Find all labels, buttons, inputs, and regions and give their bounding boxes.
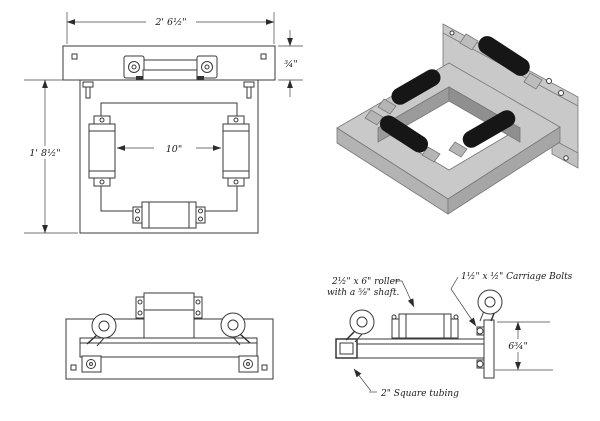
plan-width-dim-label: 2' 6½" [154,17,186,28]
iso-back-roller [478,36,530,76]
side-center-roller [391,313,459,339]
front-frame-rail [79,337,258,358]
front-left-guide-wheel [86,313,117,347]
side-height-dimension: 6¾" [495,321,553,371]
roller-note-line1: 2½" x 6" roller [331,276,400,287]
roller-note-line2: with a ⅝" shaft. [327,288,400,298]
iso-roller-brackets [364,33,543,163]
iso-frame-right-side [447,126,561,215]
side-left-guide-wheel [345,309,375,343]
roller-annotation: 2½" x 6" roller with a ⅝" shaft. [327,276,415,308]
iso-plate-hole [449,30,455,36]
side-detail-view: 6¾" 2½" x 6" roller with a ⅝" shaft. 1½"… [327,271,573,399]
square-tubing-annotation: 2" Square tubing [353,368,459,399]
plan-view: 2' 6½" [23,12,303,234]
iso-front-roller [379,115,429,153]
iso-plate-hole [558,90,564,96]
roller-leader-arrow [394,280,415,308]
iso-right-roller [462,110,516,148]
side-height-dim-label: 6¾" [508,341,528,352]
plan-width-dimension: 2' 6½" [66,12,275,44]
side-mounting-plate-edge [476,319,495,379]
front-plate-hole-left [70,364,77,371]
square-tubing-note: 2" Square tubing [380,389,459,399]
side-top-guide-wheel [477,289,503,322]
carriage-bolt-top [476,327,484,335]
plan-left-roller [88,115,116,187]
iso-foot-hole [563,155,569,161]
plan-frame-height-dimension: 1' 8½" [23,79,78,234]
plan-opening-dim-label: 10" [166,144,182,155]
plate-frame-bolts [82,81,255,99]
front-bearing-blocks [81,355,259,373]
plate-hole-left [71,53,78,60]
iso-plate-foot [551,138,579,169]
plan-bottom-roller [132,201,206,229]
plan-right-roller [222,115,250,187]
front-right-guide-wheel [220,312,251,346]
plan-frame-height-dim-label: 1' 8½" [29,148,60,159]
iso-left-roller [391,69,441,105]
front-view [65,292,274,380]
plan-plate-height-dim-label: ¾" [284,59,298,70]
plate-hole-right [260,53,267,60]
plan-opening-dimension: 10" [116,144,222,155]
iso-plate-hole [546,78,552,84]
square-tubing-leader-arrow [353,368,372,392]
carriage-bolts-annotation: 1½" x ½" Carriage Bolts [450,271,573,327]
front-plate-hole-right [261,364,268,371]
isometric-view [336,23,579,215]
side-tubing-bore [339,342,354,355]
carriage-bolts-note: 1½" x ½" Carriage Bolts [461,271,573,282]
carriage-bolts-leader-arrow [450,276,477,327]
carriage-bolt-bottom [476,360,484,368]
front-center-roller [135,292,203,339]
side-frame-rail [335,338,487,359]
plan-plate-height-dimension: ¾" [278,30,303,97]
